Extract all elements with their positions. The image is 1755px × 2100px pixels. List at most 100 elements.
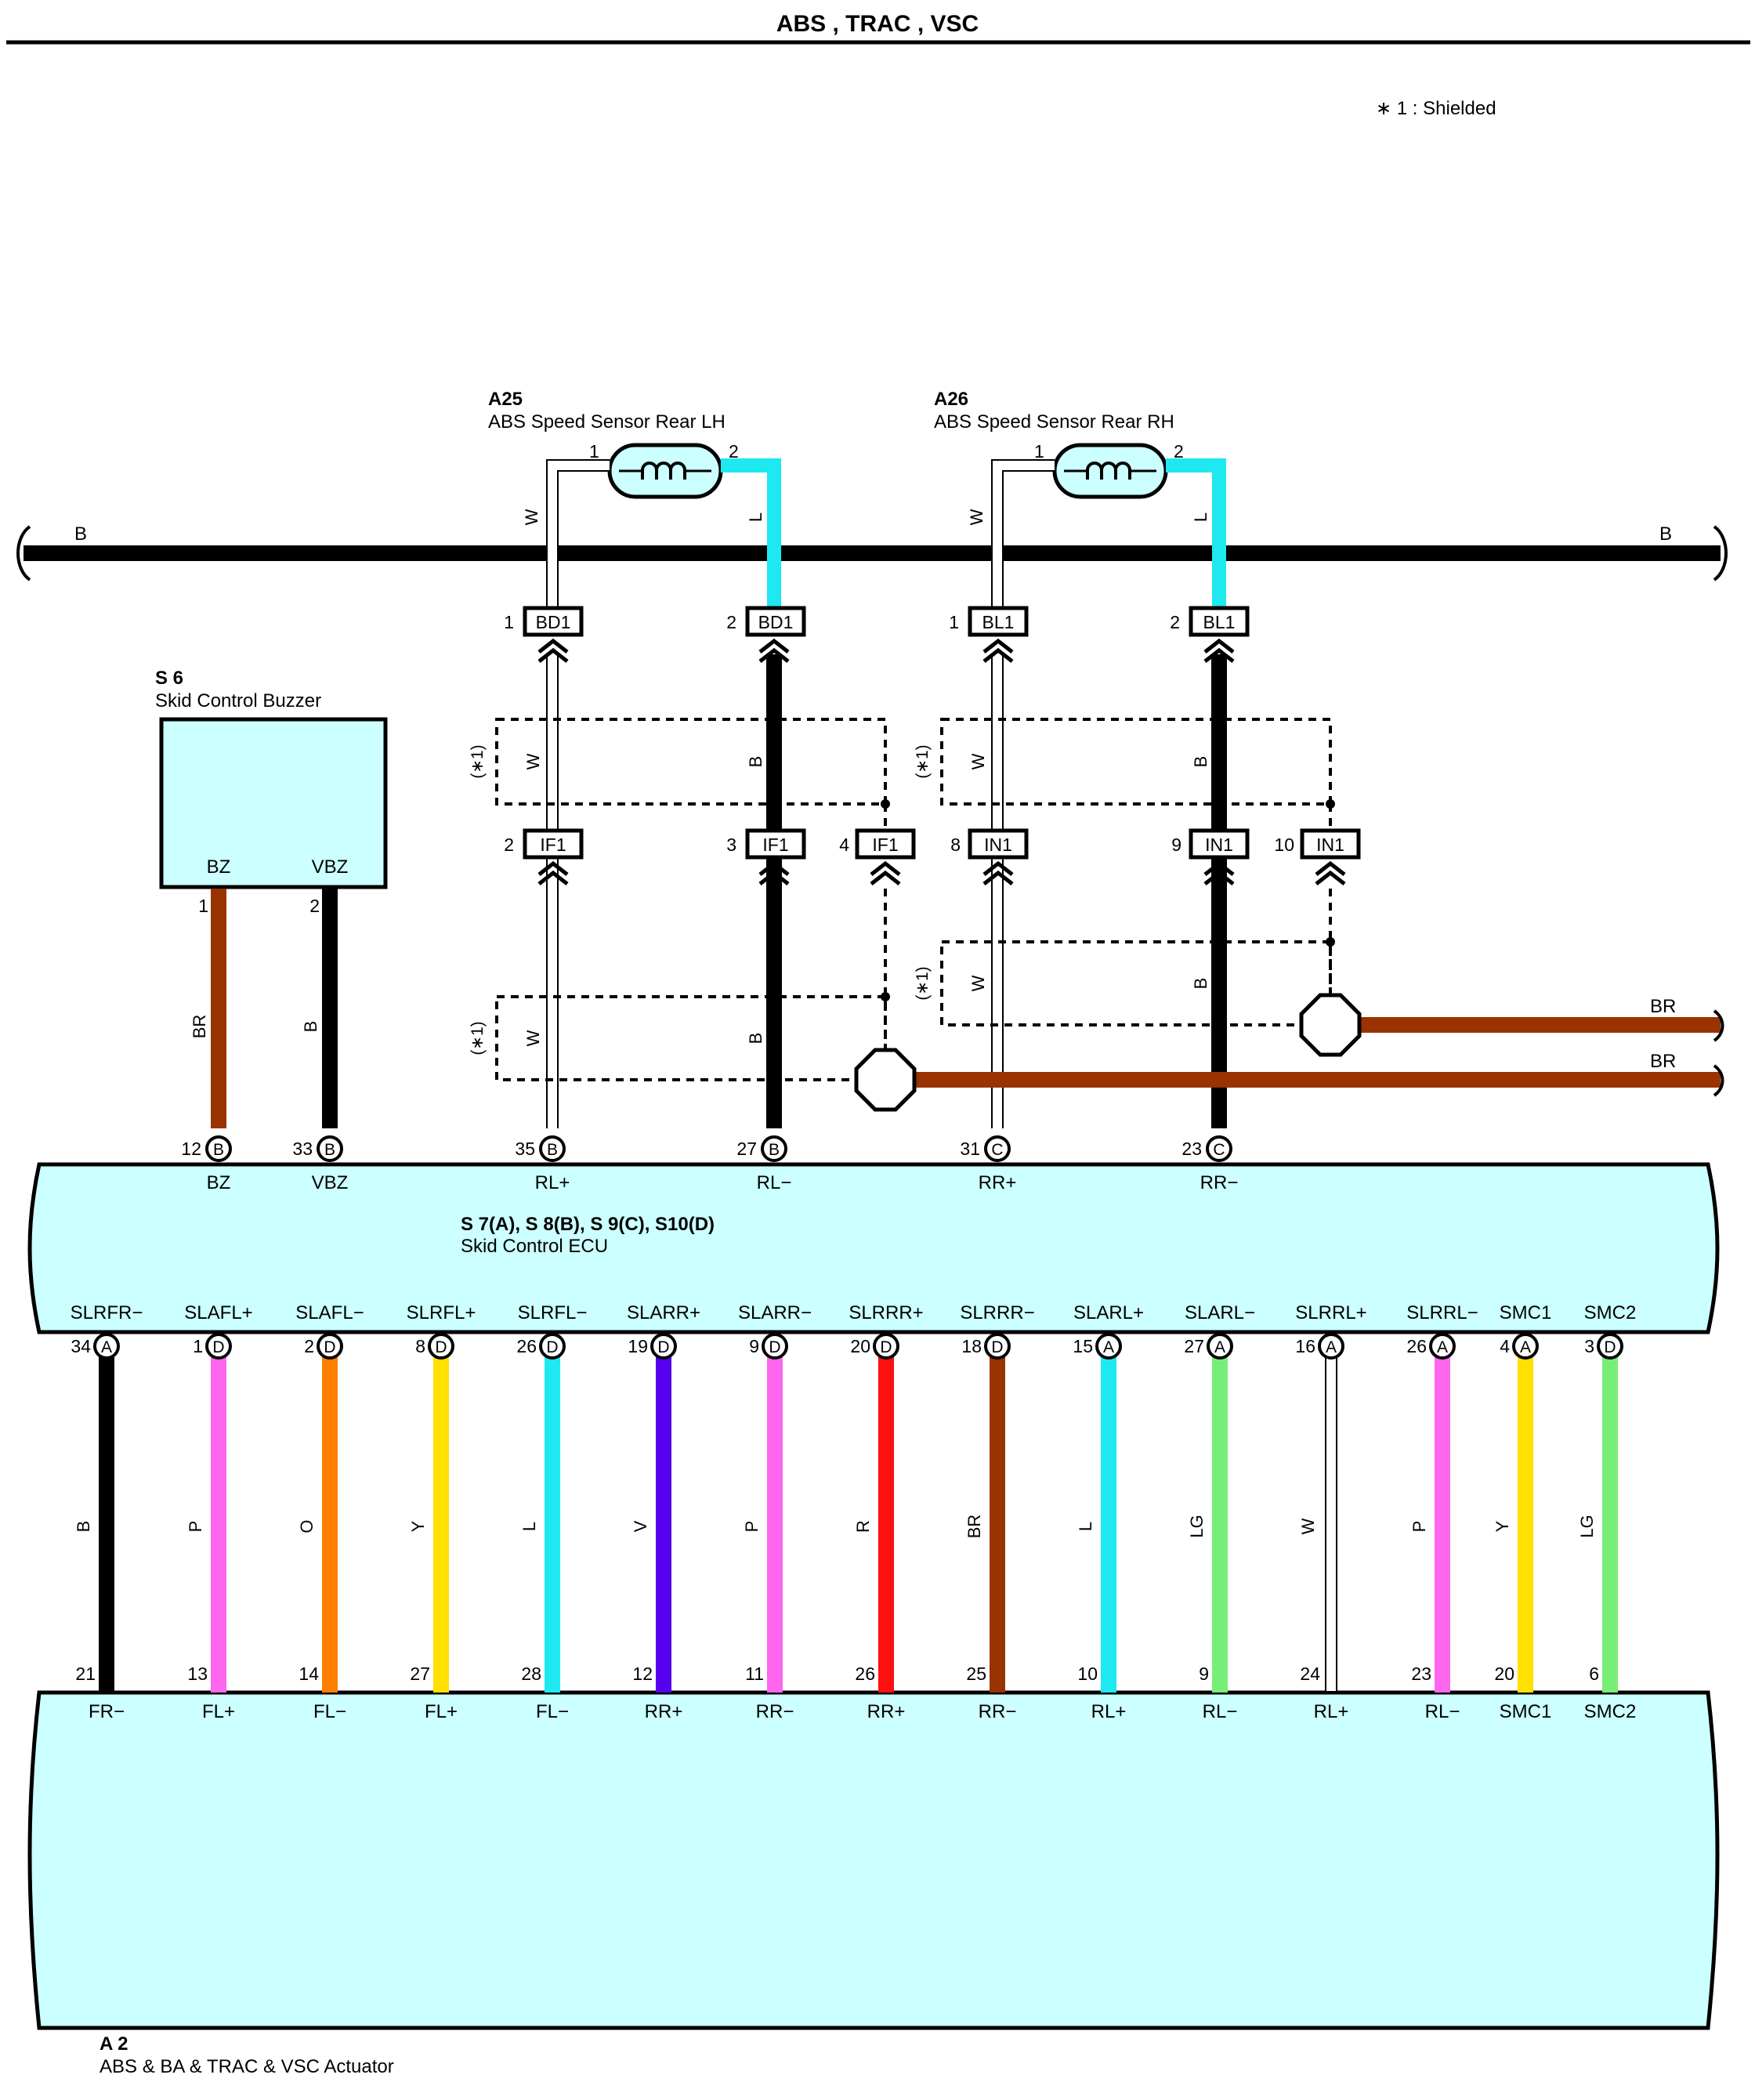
terminal-name: BZ xyxy=(207,1172,231,1193)
pin-connector-letter: C xyxy=(991,1141,1003,1159)
actuator-pin-number: 12 xyxy=(632,1664,653,1684)
actuator-pin-number: 10 xyxy=(1077,1664,1098,1684)
terminal-name: VBZ xyxy=(312,1172,349,1193)
shield-mark: (∗1) (∗1) (∗1) (∗1) xyxy=(469,744,932,1055)
sensor-rh-pin2: 2 xyxy=(1174,441,1184,462)
pin-number: 19 xyxy=(628,1336,648,1356)
ecu-terminal-name: SLAFL+ xyxy=(184,1302,252,1323)
pin-number: 12 xyxy=(181,1139,201,1159)
actuator-pin-number: 24 xyxy=(1300,1664,1320,1684)
actuator-name: ABS & BA & TRAC & VSC Actuator xyxy=(100,2056,394,2077)
actuator-terminal-name: FL− xyxy=(536,1701,569,1722)
pin-connector-letter: B xyxy=(213,1141,224,1159)
pin-connector-letter: C xyxy=(1213,1141,1225,1159)
sensor-rh-pin1: 1 xyxy=(1034,441,1044,462)
svg-text:9: 9 xyxy=(1171,835,1181,855)
ecu-body xyxy=(27,1162,1720,1334)
wire-color-code: L xyxy=(1076,1522,1095,1531)
pin-number: 1 xyxy=(193,1336,203,1356)
ground-label-lower: BR xyxy=(1650,1051,1676,1072)
actuator-pin-number: 26 xyxy=(855,1664,875,1684)
buzzer-name: Skid Control Buzzer xyxy=(155,690,321,711)
junction-connector-bl1-1: BL1 1 xyxy=(949,606,1029,661)
svg-text:W: W xyxy=(522,509,541,525)
wire-color-code: Y xyxy=(408,1520,428,1532)
ground-terminal xyxy=(854,1048,917,1112)
wire-color-code: B xyxy=(74,1521,93,1533)
ground-terminal xyxy=(1299,993,1362,1057)
svg-text:IN1: IN1 xyxy=(1316,835,1344,855)
pin-number: 2 xyxy=(304,1336,314,1356)
svg-text:W: W xyxy=(523,1030,543,1046)
svg-text:W: W xyxy=(523,753,543,769)
wire-color-code: LG xyxy=(1187,1515,1207,1537)
ecu-terminal-name: SLRRL+ xyxy=(1295,1302,1366,1323)
bus-label-left: B xyxy=(74,523,87,545)
pin-number: 4 xyxy=(1500,1336,1510,1356)
actuator-pin-number: 20 xyxy=(1494,1664,1514,1684)
actuator-terminal-name: RL− xyxy=(1425,1701,1460,1722)
actuator-terminal-name: SMC1 xyxy=(1500,1701,1552,1722)
wire-lh-w xyxy=(546,459,610,1128)
svg-text:(∗1): (∗1) xyxy=(469,744,487,778)
sensor-lh-name: ABS Speed Sensor Rear LH xyxy=(488,411,726,433)
svg-text:L: L xyxy=(746,512,765,522)
bus-break-right xyxy=(1713,525,1728,581)
junction-connector-in1-10: IN1 10 xyxy=(1274,828,1361,884)
wire-color-code: BR xyxy=(964,1515,984,1539)
pin-connector-letter: B xyxy=(547,1141,558,1159)
svg-text:10: 10 xyxy=(1274,835,1294,855)
wire-color-code: LG xyxy=(1577,1515,1597,1537)
pin-connector-letter: A xyxy=(101,1338,112,1356)
pin-number: 15 xyxy=(1073,1336,1093,1356)
pin-number: 33 xyxy=(292,1139,313,1159)
wire-label: W B W B W B W B xyxy=(523,753,1210,1046)
pin-connector-letter: D xyxy=(324,1338,335,1356)
ecu-name: Skid Control ECU xyxy=(461,1236,608,1257)
ecu-code: S 7(A), S 8(B), S 9(C), S10(D) xyxy=(461,1214,715,1235)
ecu-terminal-name: SLAFL− xyxy=(295,1302,364,1323)
junction-connector-bd1-1: BD1 1 xyxy=(504,606,584,661)
bus-break-left xyxy=(16,525,31,581)
pin-connector-letter: A xyxy=(1326,1338,1337,1356)
pin-connector-letter: D xyxy=(212,1338,224,1356)
actuator-pin-number: 13 xyxy=(187,1664,208,1684)
pin-number: 31 xyxy=(960,1139,980,1159)
ecu-terminal-name: SMC1 xyxy=(1500,1302,1552,1323)
buzzer-pin2: 2 xyxy=(309,896,320,916)
svg-text:2: 2 xyxy=(1170,612,1180,632)
actuator-terminal-name: RR+ xyxy=(867,1701,906,1722)
bus-label-right: B xyxy=(1659,523,1672,545)
actuator-pin-number: 11 xyxy=(745,1664,764,1684)
wire-color-code: O xyxy=(297,1519,317,1533)
pin-number: 34 xyxy=(71,1336,91,1356)
junction-connector-in1-8: IN1 8 xyxy=(950,828,1029,884)
ground-label-upper: BR xyxy=(1650,996,1676,1017)
svg-text:BD1: BD1 xyxy=(758,612,794,632)
pin-connector-letter: B xyxy=(324,1141,335,1159)
svg-text:L: L xyxy=(1191,512,1210,522)
actuator-terminal-name: RR− xyxy=(756,1701,794,1722)
svg-text:3: 3 xyxy=(726,835,736,855)
pin-connector-letter: D xyxy=(1604,1338,1616,1356)
actuator-pin-number: 27 xyxy=(410,1664,430,1684)
pin-number: 3 xyxy=(1584,1336,1594,1356)
actuator-terminal-name: FL+ xyxy=(202,1701,235,1722)
pin-number: 26 xyxy=(516,1336,537,1356)
actuator-terminal-name: FL− xyxy=(313,1701,346,1722)
actuator-pin-number: 25 xyxy=(966,1664,986,1684)
sensor-rh-symbol xyxy=(1052,443,1168,499)
actuator-body xyxy=(27,1690,1720,2030)
actuator-terminal-name: RL+ xyxy=(1091,1701,1127,1722)
sensor-lh-pin2: 2 xyxy=(729,441,739,462)
